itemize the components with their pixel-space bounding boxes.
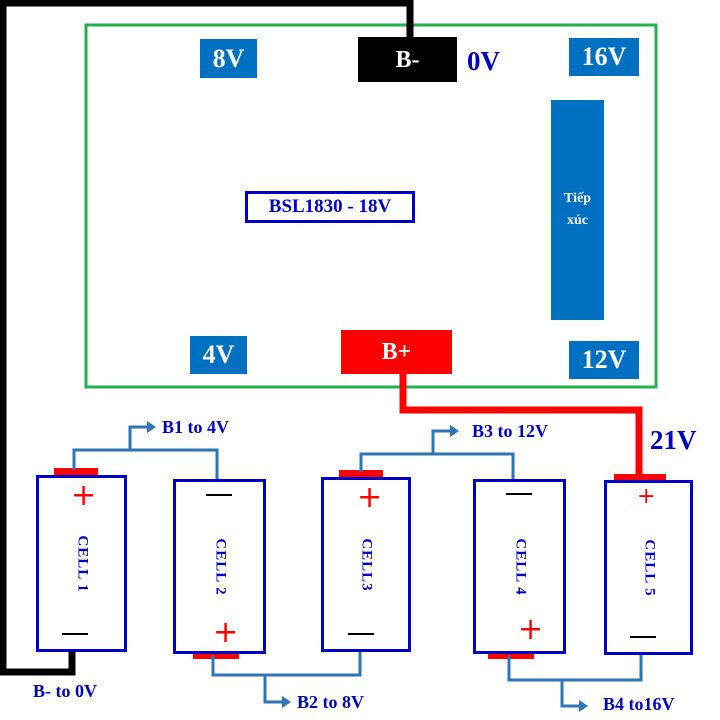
b3-tap-wire: [359, 452, 515, 480]
cell2-bottom-terminal: [193, 652, 239, 659]
bms-board-outline-full: [84, 23, 658, 389]
cell-3: + CELL3: [321, 477, 411, 652]
negative-sign: [506, 493, 532, 495]
cell-label: CELL 4: [512, 537, 528, 596]
b2-tap-arrow-line: [263, 675, 285, 704]
pad-16v: 16V: [569, 38, 639, 76]
bms-model-label: BSL1830 - 18V: [245, 191, 415, 223]
positive-sign: +: [357, 480, 383, 515]
b2-tap-wire: [211, 652, 362, 677]
pad-12v: 12V: [569, 341, 639, 379]
b-plus-pad: B+: [341, 330, 452, 374]
cell-5: + CELL 5: [604, 480, 693, 655]
cell-label: CELL 1: [74, 534, 90, 593]
b-minus-wire: [0, 0, 414, 676]
negative-sign: [630, 636, 656, 638]
negative-sign: [62, 633, 88, 635]
positive-sign: +: [518, 612, 544, 647]
positive-sign: +: [213, 615, 239, 650]
cell-2: CELL 2 +: [173, 479, 266, 654]
b4-tap-label: B4 to16V: [603, 694, 675, 714]
b-minus-pad: B-: [358, 37, 457, 82]
cell-1: + CELL 1: [36, 475, 127, 652]
positive-sign: +: [637, 484, 656, 509]
negative-sign: [348, 633, 374, 635]
cell4-bottom-terminal: [488, 652, 534, 659]
pad-8v: 8V: [200, 39, 257, 78]
b4-arrow-icon: [579, 700, 588, 712]
cell1-top-terminal: [54, 468, 98, 475]
b4-tap-arrow-line: [560, 680, 582, 708]
b1-arrow-icon: [147, 421, 156, 433]
cell-label: CELL 2: [212, 537, 228, 596]
b-plus-wire: [399, 372, 643, 476]
b3-tap-arrow-line: [431, 429, 453, 454]
pad-4v: 4V: [190, 336, 247, 374]
pack-voltage-label: 21V: [650, 425, 697, 455]
negative-sign: [206, 494, 232, 496]
b1-tap-label: B1 to 4V: [162, 417, 229, 437]
b4-tap-wire: [507, 654, 643, 682]
b2-tap-label: B2 to 8V: [297, 692, 364, 712]
cell-4: CELL 4 +: [473, 479, 566, 654]
positive-sign: +: [71, 478, 97, 513]
b1-tap-wire: [72, 448, 219, 480]
cell-label: CELL3: [358, 537, 375, 592]
cell-label: CELL 5: [641, 538, 657, 597]
cell5-top-terminal: [614, 474, 666, 481]
b1-tap-arrow-line: [128, 425, 150, 450]
b-minus-tap-label: B- to 0V: [33, 681, 97, 701]
b3-tap-label: B3 to 12V: [472, 421, 548, 441]
contactor-block: Tiếp xúc: [551, 100, 604, 320]
b2-arrow-icon: [282, 696, 291, 708]
cell3-top-terminal: [339, 470, 383, 477]
b3-arrow-icon: [450, 425, 459, 437]
zero-volt-label: 0V: [467, 46, 500, 76]
